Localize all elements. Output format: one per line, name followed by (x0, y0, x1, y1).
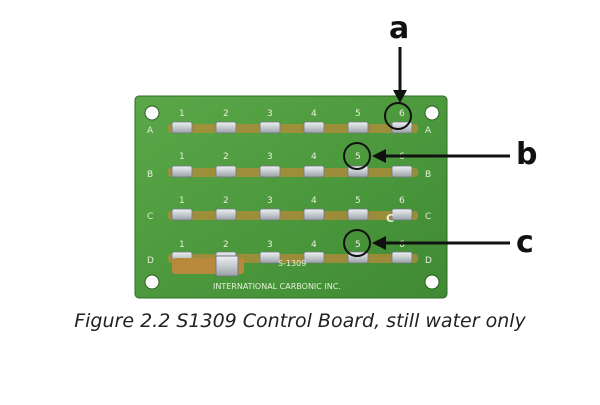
terminal-a4 (303, 121, 325, 134)
column-number-c1: 1 (179, 196, 185, 206)
column-number-a4: 4 (311, 109, 317, 119)
terminal-a5 (347, 121, 369, 134)
row-label-b-left: B (147, 170, 153, 180)
terminal-b2 (215, 165, 237, 178)
column-number-b3: 3 (267, 152, 273, 162)
column-number-c2: 2 (223, 196, 229, 206)
row-label-a-left: A (147, 126, 154, 136)
terminal-a2 (215, 121, 237, 134)
board-model-label: S-1309 (278, 259, 306, 268)
column-number-a5: 5 (355, 109, 361, 119)
terminal-b3 (259, 165, 281, 178)
terminal-c3 (259, 208, 281, 221)
terminal-c6 (391, 208, 413, 221)
trace-row-a (168, 124, 418, 133)
column-number-d6: 6 (399, 240, 405, 250)
connector-d (215, 255, 239, 277)
column-number-b4: 4 (311, 152, 317, 162)
trace-row-c (168, 211, 418, 220)
terminal-a3 (259, 121, 281, 134)
mounting-hole (144, 274, 160, 290)
callout-letter-b: b (516, 137, 538, 172)
terminal-d4 (303, 251, 325, 264)
terminal-b4 (303, 165, 325, 178)
row-label-c-left: C (147, 212, 153, 222)
figure-caption: Figure 2.2 S1309 Control Board, still wa… (74, 310, 526, 332)
column-number-d5: 5 (355, 240, 361, 250)
callout-letter-a: a (389, 11, 410, 46)
callout-letter-c: c (516, 225, 534, 260)
row-label-d-right: D (425, 256, 432, 266)
callout-circle-b (343, 142, 371, 170)
terminal-c4 (303, 208, 325, 221)
row-label-c-right: C (425, 212, 431, 222)
c-side-label: C (386, 212, 394, 225)
column-number-b5: 5 (355, 152, 361, 162)
manufacturer-label: INTERNATIONAL CARBONIC INC. (213, 282, 341, 291)
callout-arrowhead-a (393, 90, 407, 103)
mounting-hole (424, 105, 440, 121)
column-number-b2: 2 (223, 152, 229, 162)
column-number-d4: 4 (311, 240, 317, 250)
column-number-d3: 3 (267, 240, 273, 250)
trace-row-b (168, 168, 418, 177)
row-label-d-left: D (147, 256, 154, 266)
column-number-c6: 6 (399, 196, 405, 206)
callout-arrowhead-c (372, 236, 386, 250)
column-number-a6: 6 (399, 109, 405, 119)
terminal-b6 (391, 165, 413, 178)
terminal-d3 (259, 251, 281, 264)
column-number-a1: 1 (179, 109, 185, 119)
mounting-hole (424, 274, 440, 290)
column-number-b1: 1 (179, 152, 185, 162)
callout-circle-a (384, 102, 412, 130)
column-number-c5: 5 (355, 196, 361, 206)
terminal-c1 (171, 208, 193, 221)
terminal-c5 (347, 208, 369, 221)
column-number-c3: 3 (267, 196, 273, 206)
terminal-d6 (391, 251, 413, 264)
callout-circle-c (343, 229, 371, 257)
column-number-d2: 2 (223, 240, 229, 250)
callout-arrowhead-b (372, 149, 386, 163)
row-label-a-right: A (425, 126, 432, 136)
terminal-a1 (171, 121, 193, 134)
column-number-a3: 3 (267, 109, 273, 119)
mounting-hole (144, 105, 160, 121)
row-label-b-right: B (425, 170, 431, 180)
terminal-b1 (171, 165, 193, 178)
terminal-c2 (215, 208, 237, 221)
column-number-d1: 1 (179, 240, 185, 250)
column-number-c4: 4 (311, 196, 317, 206)
column-number-a2: 2 (223, 109, 229, 119)
